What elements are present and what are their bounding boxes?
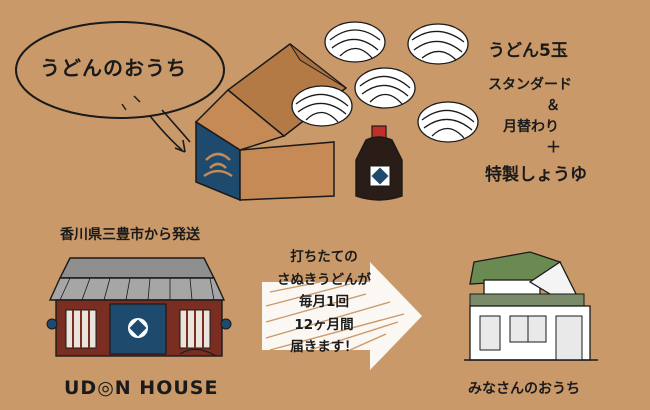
plus-label: ＋: [546, 138, 562, 156]
soy-sauce-bottle-icon: [355, 125, 403, 201]
udon-house-building: [46, 257, 232, 357]
delivery-arrow-icon: [262, 262, 422, 370]
delivery-message: 打ちたての さぬきうどんが 毎月1回 12ヶ月間 届きます！: [250, 246, 398, 359]
message-line: 12ヶ月間: [294, 316, 354, 333]
standard-label: スタンダード: [488, 77, 572, 93]
monthly-label: 月替わり: [503, 119, 559, 135]
destination-label: みなさんのおうち: [468, 381, 580, 397]
home-house: [464, 251, 598, 361]
ampersand-label: ＆: [546, 98, 560, 114]
speech-bubble: [15, 21, 225, 153]
soy-sauce-label: 特製しょうゆ: [485, 165, 587, 185]
udon-noodles: [291, 21, 479, 143]
udon-count-label: うどん5玉: [488, 41, 568, 61]
udon-box: [194, 43, 348, 202]
message-line: 打ちたての: [290, 249, 358, 265]
message-line: 毎月1回: [299, 294, 349, 310]
origin-label: 香川県三豊市から発送: [60, 227, 200, 243]
bubble-text: うどんのおうち: [40, 56, 187, 80]
message-line: さぬきうどんが: [277, 271, 371, 288]
shop-name: UD◎N HOUSE: [64, 377, 219, 399]
message-line: 届きます！: [290, 339, 358, 355]
